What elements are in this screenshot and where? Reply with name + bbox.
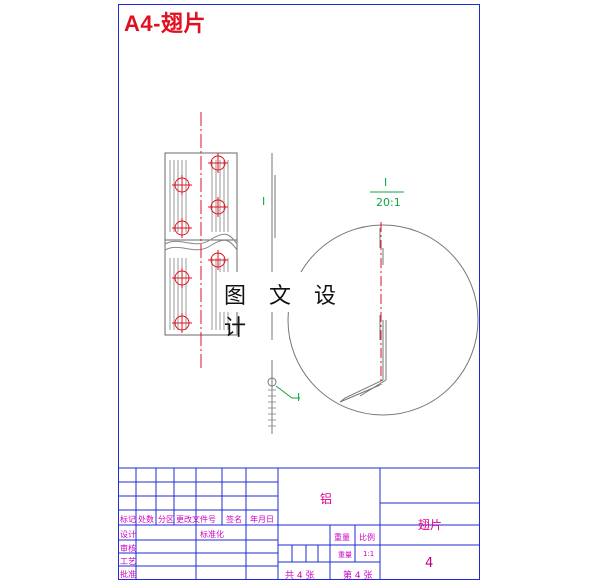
tb-sheets-total: 共 4 张 (285, 571, 315, 581)
detail-content (339, 228, 387, 403)
tb-weight-label: 重量 (334, 533, 350, 542)
view-label-left: I (262, 195, 266, 208)
detail-leader (275, 385, 300, 399)
tb-row-design: 设计 (120, 530, 136, 539)
drawing-frame (118, 4, 480, 580)
tb-scale-label: 比例 (359, 533, 375, 542)
tb-scale-value: 1:1 (363, 550, 375, 558)
leader-label: I (297, 391, 301, 404)
tb-part-name: 翅片 (418, 518, 443, 532)
tb-drawing-number: 4 (425, 556, 434, 571)
watermark-box: 图 文 设 计 (218, 272, 378, 341)
detail-scale: 20:1 (376, 196, 401, 209)
tb-header-3: 更改文件号 (176, 515, 216, 524)
tb-header-0: 标记 (120, 515, 136, 524)
tb-sheet-number: 第 4 张 (343, 571, 373, 581)
tb-header-1: 处数 (138, 515, 154, 524)
tb-header-2: 分区 (158, 515, 174, 524)
detail-label: I (384, 176, 388, 189)
watermark-text: 图 文 设 计 (224, 284, 344, 341)
tb-row-process: 工艺 (120, 557, 136, 566)
detail-circle (287, 224, 479, 416)
tb-header-5: 年月日 (250, 515, 274, 524)
tb-weight-value: 重量 (338, 551, 352, 559)
tb-row-review: 审核 (120, 544, 136, 553)
title-block-grid (118, 467, 480, 580)
drawing-title: A4-翅片 (124, 11, 206, 36)
tb-row-approve: 批准 (120, 570, 136, 579)
tb-material: 铝 (320, 492, 333, 506)
side-view (267, 153, 277, 434)
tb-header-4: 签名 (226, 515, 242, 524)
tb-standardization: 标准化 (200, 530, 224, 539)
hole-markers (172, 153, 228, 333)
